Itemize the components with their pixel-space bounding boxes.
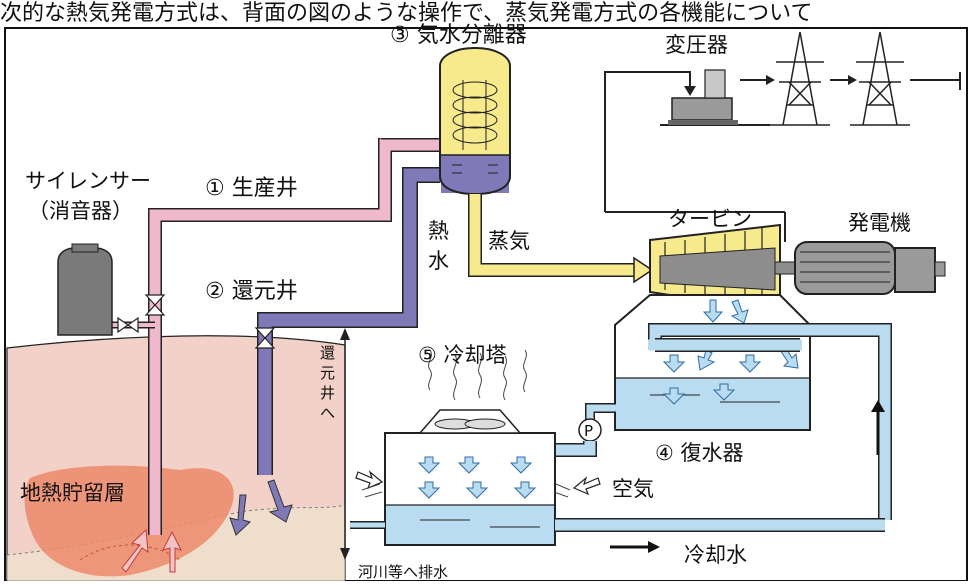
- generator-label: 発電機: [848, 211, 911, 235]
- cooling-tower-arrows: [417, 456, 537, 499]
- production-arrowhead: [380, 138, 390, 158]
- top-caption: 次的な熱気発電方式は、背面の図のような操作で、蒸気発電方式の各機能について: [0, 1, 812, 26]
- silencer-body: [57, 247, 113, 336]
- turbine-label: タービン: [668, 207, 752, 231]
- transmission-arrows: [740, 72, 961, 90]
- reservoir-zone: [24, 465, 234, 577]
- separator-label: ③ 気水分離器: [390, 23, 527, 48]
- discharge-label: 河川等へ排水: [358, 563, 448, 581]
- steam-separator: [439, 47, 511, 196]
- transmission-tower-2: [850, 31, 910, 126]
- production-valve: [144, 294, 166, 316]
- hot-water-label-1: 熱: [428, 219, 449, 243]
- to-reinjection-label-2: 元: [320, 364, 335, 382]
- power-arrow: [684, 86, 696, 96]
- silencer-valve: [117, 316, 139, 334]
- to-reinjection-label-1: 還: [320, 344, 335, 362]
- power-line: [604, 71, 691, 212]
- cooling-loop: [649, 324, 891, 520]
- air-lines-left: [361, 483, 571, 498]
- air-label: 空気: [612, 477, 654, 501]
- transformer-label: 変圧器: [665, 33, 728, 57]
- reinjection-down-arrows: [229, 479, 293, 536]
- condenser-label: ④ 復水器: [655, 441, 744, 465]
- silencer-label-1: サイレンサー: [25, 169, 151, 193]
- silencer-cap: [71, 243, 99, 253]
- cooling-tower-steam: [428, 349, 527, 401]
- to-reinjection-label-3: 井: [320, 384, 335, 402]
- reinjection-valve: [254, 327, 276, 349]
- up-arrow: [871, 400, 885, 455]
- steam-label: 蒸気: [488, 229, 530, 253]
- pump-label: P: [584, 422, 593, 440]
- reservoir-up-arrows: [121, 528, 182, 573]
- transmission-tower-1: [770, 31, 830, 126]
- production-well-label: ① 生産井: [205, 176, 298, 201]
- hot-water-label-2: 水: [428, 249, 449, 273]
- turbine: [649, 223, 796, 314]
- reinjection-well-label: ② 還元井: [205, 279, 298, 304]
- to-reinjection-label-4: へ: [320, 404, 335, 422]
- steam-arrowhead: [633, 256, 654, 284]
- steam-pipe: [469, 194, 640, 276]
- cooling-tower-label: ⑤ 冷却塔: [418, 343, 507, 367]
- air-intake-arrows: [355, 470, 601, 496]
- bidirectional-arrow: [340, 328, 350, 560]
- condenser-internal-arrows: [662, 299, 799, 405]
- cooling-water-label: 冷却水: [684, 543, 747, 567]
- reservoir-label: 地熱貯留層: [20, 481, 125, 505]
- transformer: [660, 69, 770, 126]
- reinjection-pipe: [258, 168, 440, 475]
- generator: [794, 241, 946, 295]
- cooling-water-arrow: [610, 541, 660, 553]
- silencer-label-2: （消音器）: [28, 199, 133, 223]
